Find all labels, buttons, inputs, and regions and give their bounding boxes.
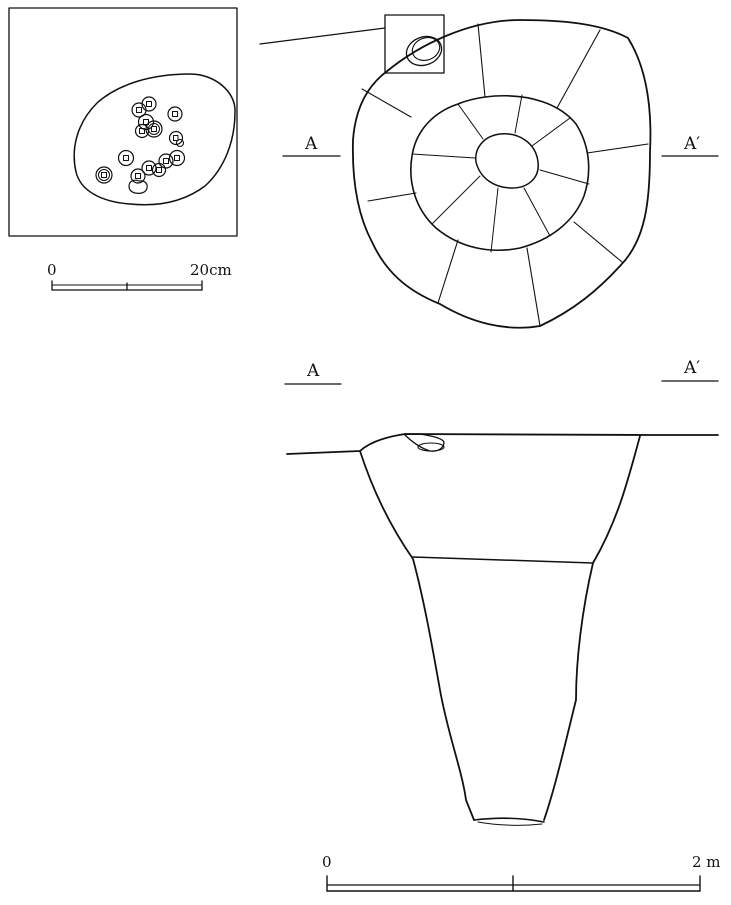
hoard-pocket-outer	[405, 35, 443, 67]
main-scale-start: 0	[322, 853, 332, 871]
pit-bottom	[475, 133, 539, 189]
coin	[158, 153, 174, 169]
coin	[175, 138, 185, 148]
leader-line	[259, 27, 386, 45]
pit-outer-rim	[351, 19, 652, 329]
inset-detail	[8, 7, 238, 237]
coin	[131, 102, 147, 118]
coin	[141, 96, 157, 112]
section-label-a: A	[306, 361, 320, 381]
hoard-pocket-inner	[411, 37, 441, 61]
coin	[168, 130, 184, 146]
main-scale-bar: 0 2 m	[322, 853, 721, 892]
inset-scale-end: 20cm	[190, 261, 232, 279]
outer-band-divisions	[361, 23, 649, 327]
coin	[167, 106, 183, 122]
pit-wall-left	[359, 450, 475, 821]
pit-inner-shelf	[410, 94, 590, 251]
inset-frame	[8, 7, 238, 237]
inset-scale-bar: 0 20cm	[47, 261, 232, 291]
inner-band-divisions	[411, 94, 590, 253]
hoard-niche-opening	[417, 442, 445, 452]
shelf-step-line	[412, 556, 594, 564]
hoard-niche	[403, 433, 445, 452]
hoard-location-box	[384, 14, 445, 74]
coin	[117, 149, 135, 167]
plan-label-a-prime: A′	[683, 134, 700, 154]
ground-surface	[286, 433, 719, 455]
pit-plan-view: A A′	[282, 14, 719, 329]
coin	[130, 168, 146, 184]
pit-wall-right	[543, 435, 641, 821]
coin-cluster	[95, 96, 186, 194]
pit-floor-lower	[477, 821, 543, 826]
pit-floor	[473, 817, 545, 823]
plan-label-a: A	[304, 134, 318, 154]
inset-pit-outline	[73, 73, 236, 206]
coin	[128, 179, 148, 194]
coin	[168, 149, 186, 167]
coin	[95, 166, 113, 184]
inset-scale-start: 0	[47, 261, 57, 279]
section-label-a-prime: A′	[683, 358, 700, 378]
main-scale-end: 2 m	[692, 853, 721, 871]
coin	[151, 162, 167, 178]
pit-section-view: A A′	[284, 358, 719, 826]
coin	[134, 123, 150, 139]
